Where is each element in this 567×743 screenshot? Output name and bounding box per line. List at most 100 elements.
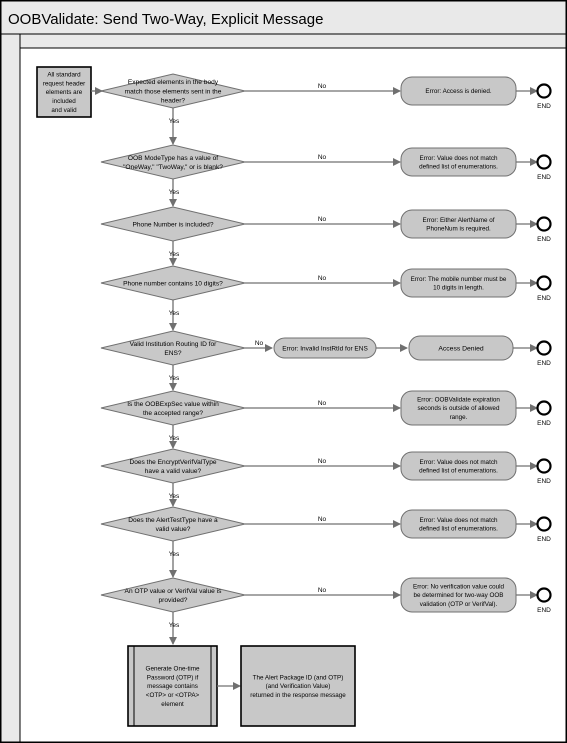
end-label: END [537,174,551,181]
decision-text: header? [161,97,186,104]
end-terminator [536,216,552,232]
process-generate-otp-text: Password (OTP) if [147,674,199,681]
error-box-text: Error: Value does not match [420,155,498,162]
error-box [400,509,517,539]
no-label: No [318,458,327,465]
swimlane-body [19,47,567,743]
decision-text: Phone Number is included? [132,221,213,228]
error-box-text: Error: Value does not match [420,517,498,524]
error-box-text: range. [450,414,468,421]
error-box-text: Error: OOBValidate expiration [417,396,500,403]
decision-text: Does the AlertTestType have a [128,517,218,524]
start-box [36,66,92,118]
process-response-text: The Alert Package ID (and OTP) [253,674,344,681]
process-generate-otp [127,645,218,727]
error-box-text: validation (OTP or VerifVal). [420,601,498,608]
no-label: No [318,400,327,407]
decision-text: "OneWay," "TwoWay," or is blank? [123,164,223,171]
swimlane-strip [0,33,21,743]
end-label: END [537,236,551,243]
error-box-text: be determined for two-way OOB [414,592,504,599]
yes-label: Yes [169,493,180,500]
no-label: No [318,154,327,161]
end-label: END [537,420,551,427]
process-generate-otp-text: element [161,701,184,708]
swimlane-header [19,33,567,49]
process-generate-otp-text: <OTP> or <OTPA> [146,692,200,699]
start-box-text: elements are [46,89,83,96]
decision-text: Is the OOBExpSec value within [127,401,219,408]
error-box-text: PhoneNum is required. [426,226,491,233]
end-terminator [536,458,552,474]
decision-text: Does the EncryptVerifValType [129,459,216,466]
error-box-mid-text: Error: Invalid InstRtId for ENS [282,345,368,352]
end-terminator [536,587,552,603]
error-box-text: defined list of enumerations. [419,164,498,171]
end-label: END [537,607,551,614]
decision-text: match those elements sent in the [125,88,222,95]
error-box-text: 10 digits in length. [433,285,484,292]
decision-text: valid value? [156,526,191,533]
decision-text: An OTP value or VerifVal value is [125,588,223,595]
start-box-text: included [52,98,76,105]
error-box [400,147,517,177]
start-box-text: and valid [51,107,77,114]
yes-label: Yes [169,251,180,258]
decision-text: provided? [159,597,188,604]
no-label: No [255,340,264,347]
decision-text: OOB ModeType has a value of [128,155,218,162]
error-box-text: Error: Value does not match [420,459,498,466]
decision-text: Valid Institution Routing ID for [130,341,218,348]
no-label: No [318,587,327,594]
page-title: OOBValidate: Send Two-Way, Explicit Mess… [8,11,323,28]
error-box-text: defined list of enumerations. [419,526,498,533]
error-box-text: Error: Access is denied. [425,88,491,95]
decision-text: Expected elements in the body [128,79,219,86]
end-label: END [537,478,551,485]
process-generate-otp-text: message contains [147,683,198,690]
yes-label: Yes [169,622,180,629]
decision-text: ENS? [164,350,182,357]
error-box [400,451,517,481]
access-denied-box-text: Access Denied [438,345,484,352]
error-box-text: Error: The mobile number must be [411,276,507,283]
process-response-text: (and Verification Value) [266,683,331,690]
end-terminator [536,516,552,532]
start-box-text: All standard [47,72,81,79]
yes-label: Yes [169,310,180,317]
process-response-text: returned in the response message [250,692,346,699]
error-box-text: defined list of enumerations. [419,468,498,475]
end-terminator [536,400,552,416]
end-label: END [537,360,551,367]
end-label: END [537,295,551,302]
error-box [400,209,517,239]
decision-text: Phone number contains 10 digits? [123,280,223,287]
process-generate-otp-text: Generate One-time [146,666,200,673]
title-bar [0,0,567,35]
end-terminator [536,83,552,99]
end-label: END [537,103,551,110]
no-label: No [318,216,327,223]
end-terminator [536,275,552,291]
yes-label: Yes [169,189,180,196]
yes-label: Yes [169,435,180,442]
decision-text: have a valid value? [145,468,202,475]
no-label: No [318,516,327,523]
error-box-text: seconds is outside of allowed [418,405,500,412]
end-terminator [536,154,552,170]
end-terminator [536,340,552,356]
start-box-text: request header [43,80,85,87]
yes-label: Yes [169,375,180,382]
no-label: No [318,83,327,90]
no-label: No [318,275,327,282]
end-label: END [537,536,551,543]
yes-label: Yes [169,551,180,558]
decision-text: the accepted range? [143,410,203,417]
error-box [400,268,517,298]
process-response [240,645,356,727]
error-box-text: Error: Either AlertName of [422,217,494,224]
error-box-text: Error: No verification value could [413,583,504,590]
